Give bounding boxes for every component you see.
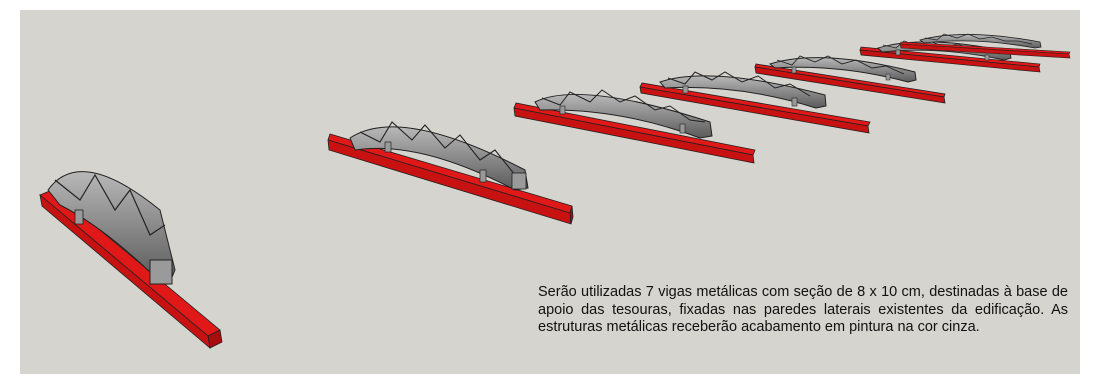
beam-4 — [639, 82, 871, 134]
truss-3 — [534, 89, 713, 139]
truss-1 — [47, 171, 176, 285]
illustration-panel: Serão utilizadas 7 vigas metálicas com s… — [20, 10, 1080, 374]
beam-5 — [754, 63, 946, 104]
beam-7 — [899, 41, 1071, 59]
beam-2 — [327, 133, 574, 225]
truss-7 — [919, 33, 1042, 49]
truss-4 — [659, 71, 827, 109]
truss-5 — [768, 55, 917, 83]
beam-6 — [859, 46, 1041, 73]
beams-and-trusses-drawing — [39, 33, 1071, 350]
beam-3 — [513, 102, 756, 164]
beam-1 — [39, 189, 223, 350]
description-caption: Serão utilizadas 7 vigas metálicas com s… — [538, 284, 1068, 335]
truss-2 — [349, 121, 529, 191]
